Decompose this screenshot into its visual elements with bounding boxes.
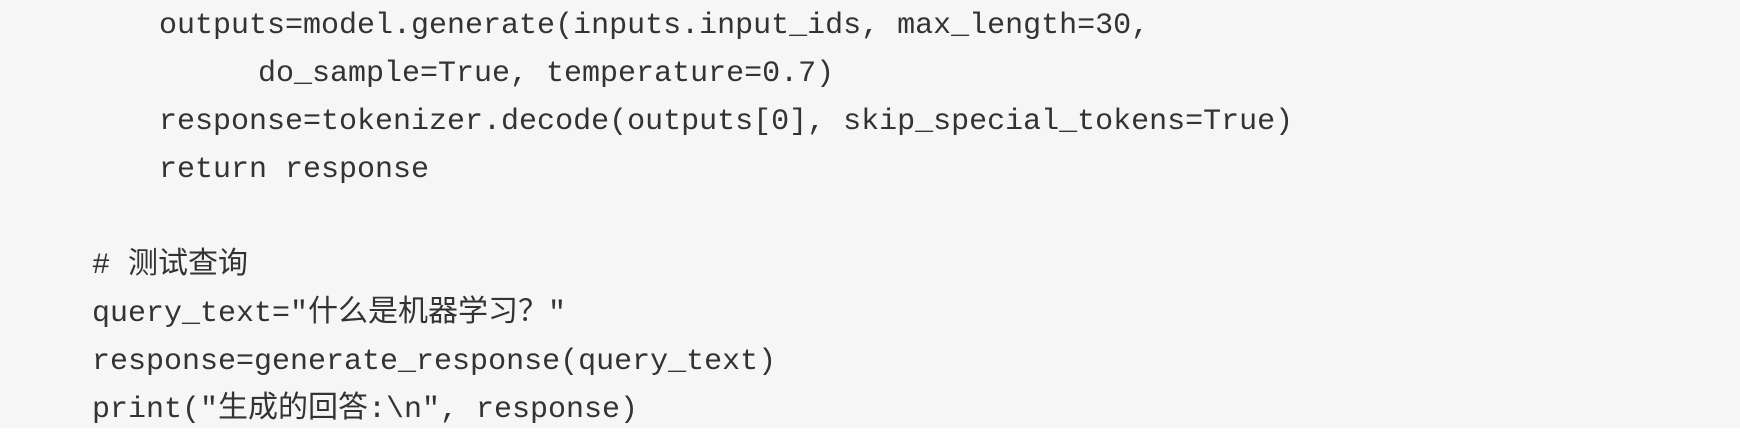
code-line-2: do_sample=True, temperature=0.7) <box>258 57 835 91</box>
code-line-generate-call: response=generate_response(query_text) <box>92 345 777 379</box>
code-line-query-text: query_text="什么是机器学习？" <box>92 297 567 331</box>
code-line-print: print("生成的回答:\n", response) <box>92 393 639 427</box>
code-line-3: response=tokenizer.decode(outputs[0], sk… <box>159 105 1294 139</box>
code-line-1: outputs=model.generate(inputs.input_ids,… <box>159 9 1150 43</box>
code-comment-line: # 测试查询 <box>92 249 249 283</box>
code-block: outputs=model.generate(inputs.input_ids,… <box>92 9 1294 427</box>
code-line-4: return response <box>159 153 430 187</box>
